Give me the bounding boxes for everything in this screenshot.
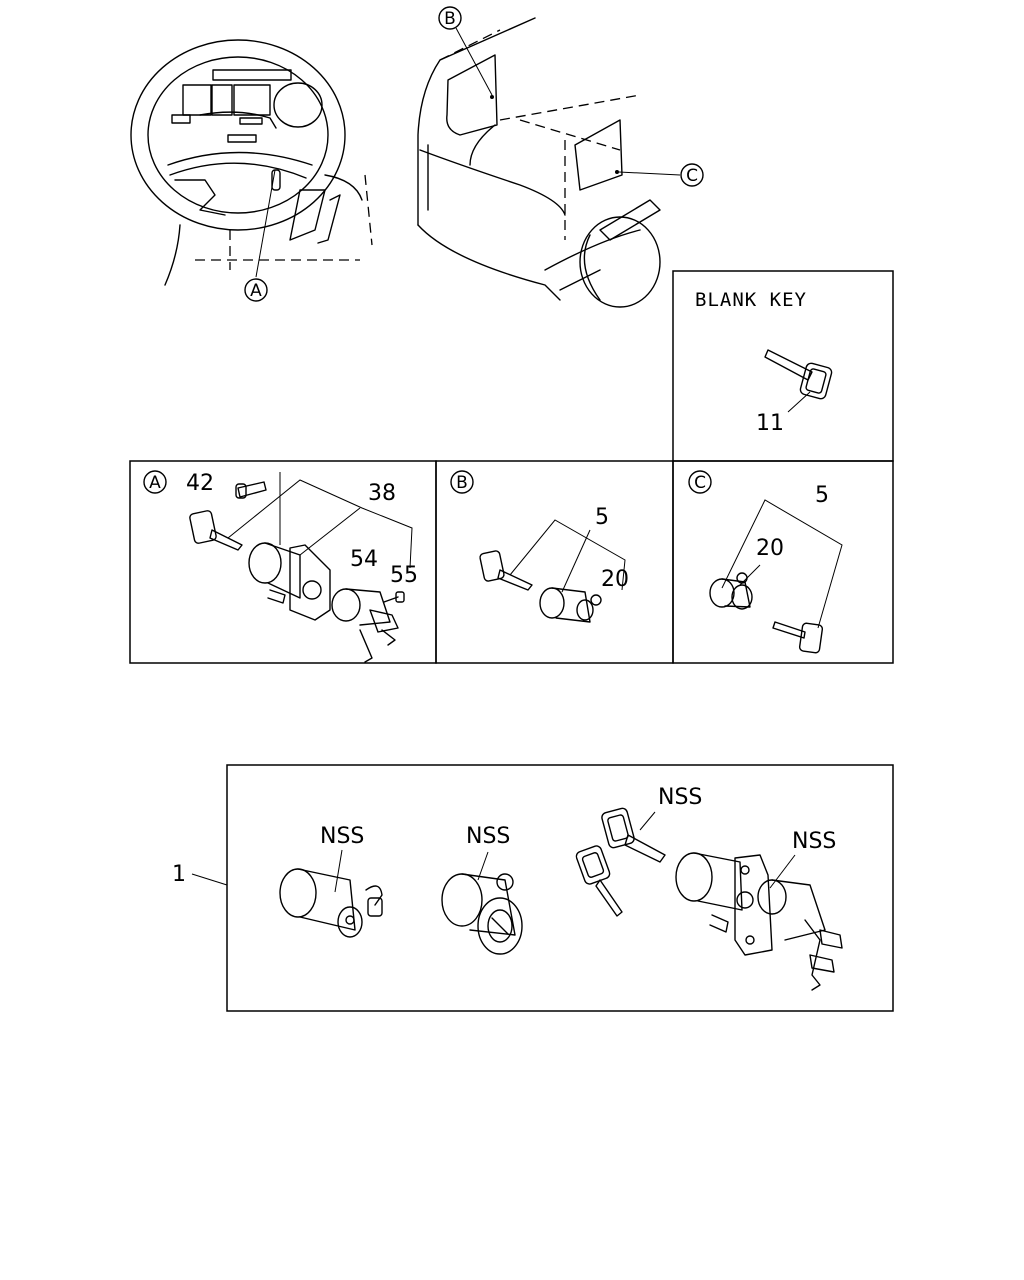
door-key-icon-b — [479, 550, 533, 591]
nss-label-1: NSS — [320, 824, 364, 849]
key-icon — [189, 510, 243, 551]
bolt-icon — [235, 481, 267, 499]
door-key-icon-c — [772, 621, 824, 654]
panel-a: A 42 38 54 55 — [129, 460, 437, 664]
door-lock-cylinder-icon-b — [539, 587, 602, 623]
part-label-54: 54 — [350, 547, 378, 572]
screw-icon — [383, 591, 405, 603]
callout-b-top: B — [438, 6, 462, 30]
part-label-20-c: 20 — [756, 536, 784, 561]
key-pair-icon — [575, 807, 666, 917]
door-cylinder-icon-2 — [441, 873, 523, 955]
panel-c: C 5 20 — [672, 460, 894, 664]
door-lock-cylinder-icon-c — [709, 572, 753, 610]
door-cylinder-icon-1 — [279, 868, 383, 938]
svg-text:C: C — [694, 473, 706, 493]
part-label-11: 11 — [756, 411, 784, 436]
truck-cab-illustration: B C — [417, 6, 704, 308]
part-label-42: 42 — [186, 471, 214, 496]
part-label-5-b: 5 — [595, 505, 609, 530]
callout-c-top: C — [680, 163, 704, 187]
svg-text:B: B — [444, 9, 456, 29]
svg-text:B: B — [456, 473, 468, 493]
nss-label-2: NSS — [466, 824, 510, 849]
part-label-5-c: 5 — [815, 483, 829, 508]
switch-unit-icon — [331, 588, 399, 663]
callout-a-top: A — [244, 278, 268, 302]
blank-key-title: BLANK KEY — [695, 289, 807, 311]
blank-key-icon — [764, 349, 833, 400]
nss-label-3: NSS — [658, 785, 702, 810]
ignition-switch-assembly-icon — [675, 852, 843, 991]
ignition-switch-body-icon — [248, 542, 331, 621]
nss-label-4: NSS — [792, 829, 836, 854]
svg-text:A: A — [250, 281, 262, 301]
svg-text:C: C — [686, 166, 698, 186]
part-label-1: 1 — [172, 862, 186, 887]
panel-b: B 5 20 — [435, 460, 674, 664]
steering-wheel-illustration: A — [130, 39, 373, 302]
part-label-20-b: 20 — [601, 567, 629, 592]
part-label-38: 38 — [368, 481, 396, 506]
assembly-panel: 1 NSS NSS NSS NSS — [172, 764, 894, 1012]
part-label-55: 55 — [390, 563, 418, 588]
blank-key-panel: BLANK KEY 11 — [672, 270, 894, 462]
svg-text:A: A — [149, 473, 161, 493]
